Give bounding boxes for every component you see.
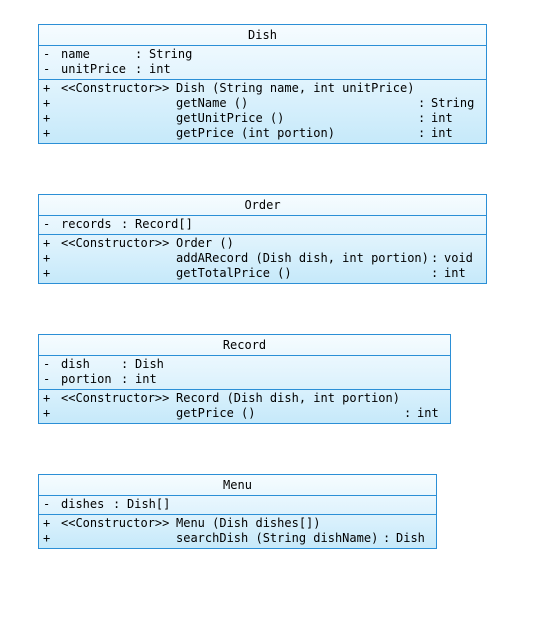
visibility-public: +	[43, 81, 51, 95]
attributes-section: - dish : Dish - portion : int	[39, 356, 450, 389]
operations-section: + <<Constructor>> Dish (String name, int…	[39, 79, 486, 143]
class-name: Dish	[39, 25, 486, 46]
attribute-row: - portion : int	[39, 372, 450, 387]
attribute-type: Record[]	[135, 217, 193, 231]
attribute-separator: :	[121, 217, 129, 231]
operation-signature: getUnitPrice ()	[176, 111, 285, 125]
visibility-public: +	[43, 266, 51, 280]
return-type: int	[444, 266, 466, 280]
operations-section: + <<Constructor>> Record (Dish dish, int…	[39, 389, 450, 423]
operation-signature: Menu (Dish dishes[])	[176, 516, 321, 530]
class-box-order[interactable]: Order - records : Record[] + <<Construct…	[38, 194, 487, 284]
return-type: int	[417, 406, 439, 420]
operation-row: + searchDish (String dishName) : Dish	[39, 531, 436, 546]
attribute-separator: :	[135, 62, 143, 76]
visibility-public: +	[43, 251, 51, 265]
visibility-public: +	[43, 516, 51, 530]
operation-signature: searchDish (String dishName)	[176, 531, 379, 545]
operation-signature: Dish (String name, int unitPrice)	[176, 81, 415, 95]
attribute-name: dish	[61, 357, 90, 371]
operation-signature: Order ()	[176, 236, 234, 250]
attribute-separator: :	[113, 497, 121, 511]
attribute-name: unitPrice	[61, 62, 127, 76]
attribute-type: Dish	[135, 357, 164, 371]
operation-stereotype: <<Constructor>>	[61, 391, 170, 405]
class-name: Record	[39, 335, 450, 356]
return-separator: :	[404, 406, 412, 420]
visibility-private: -	[43, 47, 51, 61]
visibility-private: -	[43, 372, 51, 386]
visibility-public: +	[43, 111, 51, 125]
class-box-menu[interactable]: Menu - dishes : Dish[] + <<Constructor>>…	[38, 474, 437, 549]
operation-signature: addARecord (Dish dish, int portion)	[176, 251, 429, 265]
attributes-section: - name : String - unitPrice : int	[39, 46, 486, 79]
visibility-private: -	[43, 497, 51, 511]
attribute-type: int	[149, 62, 171, 76]
visibility-public: +	[43, 126, 51, 140]
operation-row: + <<Constructor>> Dish (String name, int…	[39, 81, 486, 96]
return-separator: :	[418, 111, 426, 125]
return-separator: :	[383, 531, 391, 545]
attribute-name: portion	[61, 372, 112, 386]
operations-section: + <<Constructor>> Menu (Dish dishes[]) +…	[39, 514, 436, 548]
operation-row: + getName () : String	[39, 96, 486, 111]
operation-stereotype: <<Constructor>>	[61, 236, 170, 250]
operation-signature: getName ()	[176, 96, 249, 110]
attributes-section: - records : Record[]	[39, 216, 486, 234]
attribute-separator: :	[121, 372, 129, 386]
operation-row: + getPrice () : int	[39, 406, 450, 421]
operation-row: + getUnitPrice () : int	[39, 111, 486, 126]
operation-stereotype: <<Constructor>>	[61, 516, 170, 530]
class-name: Order	[39, 195, 486, 216]
class-box-record[interactable]: Record - dish : Dish - portion : int + <…	[38, 334, 451, 424]
operation-row: + addARecord (Dish dish, int portion) : …	[39, 251, 486, 266]
visibility-public: +	[43, 96, 51, 110]
operation-stereotype: <<Constructor>>	[61, 81, 170, 95]
attribute-row: - dish : Dish	[39, 357, 450, 372]
operations-section: + <<Constructor>> Order () + addARecord …	[39, 234, 486, 283]
attributes-section: - dishes : Dish[]	[39, 496, 436, 514]
attribute-row: - name : String	[39, 47, 486, 62]
operation-signature: getTotalPrice ()	[176, 266, 292, 280]
attribute-separator: :	[135, 47, 143, 61]
visibility-public: +	[43, 531, 51, 545]
visibility-private: -	[43, 62, 51, 76]
operation-row: + <<Constructor>> Order ()	[39, 236, 486, 251]
visibility-public: +	[43, 391, 51, 405]
attribute-row: - unitPrice : int	[39, 62, 486, 77]
visibility-private: -	[43, 357, 51, 371]
operation-row: + <<Constructor>> Menu (Dish dishes[])	[39, 516, 436, 531]
return-type: int	[431, 111, 453, 125]
visibility-public: +	[43, 406, 51, 420]
operation-row: + <<Constructor>> Record (Dish dish, int…	[39, 391, 450, 406]
attribute-type: String	[149, 47, 193, 61]
operation-signature: Record (Dish dish, int portion)	[176, 391, 400, 405]
return-separator: :	[431, 266, 439, 280]
return-type: String	[431, 96, 475, 110]
operation-signature: getPrice (int portion)	[176, 126, 335, 140]
operation-row: + getTotalPrice () : int	[39, 266, 486, 281]
class-name: Menu	[39, 475, 436, 496]
attribute-type: int	[135, 372, 157, 386]
operation-signature: getPrice ()	[176, 406, 256, 420]
attribute-type: Dish[]	[127, 497, 171, 511]
attribute-name: dishes	[61, 497, 105, 511]
attribute-row: - records : Record[]	[39, 217, 486, 232]
return-type: Dish	[396, 531, 425, 545]
return-separator: :	[431, 251, 439, 265]
attribute-separator: :	[121, 357, 129, 371]
return-type: void	[444, 251, 473, 265]
operation-row: + getPrice (int portion) : int	[39, 126, 486, 141]
attribute-name: name	[61, 47, 90, 61]
class-box-dish[interactable]: Dish - name : String - unitPrice : int +…	[38, 24, 487, 144]
attribute-name: records	[61, 217, 112, 231]
attribute-row: - dishes : Dish[]	[39, 497, 436, 512]
return-separator: :	[418, 126, 426, 140]
visibility-private: -	[43, 217, 51, 231]
visibility-public: +	[43, 236, 51, 250]
return-type: int	[431, 126, 453, 140]
return-separator: :	[418, 96, 426, 110]
